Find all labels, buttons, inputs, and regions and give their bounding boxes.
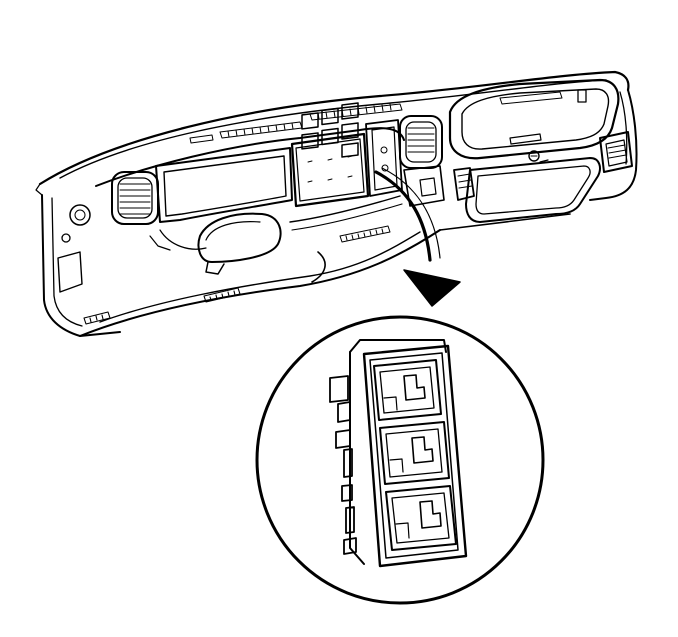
glove-box [465, 150, 601, 223]
arrow-callout [374, 167, 461, 307]
instrument-cluster [149, 147, 293, 251]
dash-top-outline [38, 70, 630, 186]
left-knob [61, 233, 71, 243]
instrument-panel [35, 70, 638, 337]
arrow-shaft [374, 170, 432, 262]
center-console-edge [311, 251, 326, 283]
bezel-opening-2 [379, 421, 450, 485]
bezel-opening-1 [373, 359, 442, 421]
passenger-upper-storage [448, 78, 620, 160]
dash-right-end [589, 89, 638, 201]
bezel-opening-3 [385, 485, 457, 551]
arrow-head [403, 269, 461, 307]
right-air-vent [599, 131, 633, 173]
glove-box-latch [528, 150, 540, 162]
dash-top-inner-line [59, 79, 607, 179]
dash-left-end-inner [51, 197, 83, 327]
dash-lower-outline [79, 229, 441, 337]
dash-face-outline [95, 127, 405, 187]
left-lower-panel [57, 251, 83, 293]
three-opening-switch-bezel [329, 339, 468, 568]
arrow-shaft-outline [381, 167, 441, 259]
center-lower-bezel [403, 165, 445, 207]
detail-circle [255, 315, 545, 605]
magnified-circle-detail [255, 315, 545, 605]
center-right-air-vent [399, 115, 443, 169]
left-air-vent [111, 171, 159, 225]
lower-right-vent [453, 167, 475, 201]
defrost-vents [189, 91, 563, 144]
dash-top-edge [35, 183, 43, 196]
dash-lower-lip [99, 231, 421, 323]
switch-bezel-in-panel [290, 102, 370, 208]
left-side-vent-round [69, 204, 91, 226]
center-lower-vent [339, 225, 391, 243]
lower-vent [203, 287, 241, 303]
center-shelf [289, 195, 401, 223]
bezel-retaining-clips [329, 375, 357, 555]
right-lower-edge [439, 213, 571, 231]
steering-column-opening [197, 212, 282, 275]
lower-left-vent [83, 311, 111, 325]
